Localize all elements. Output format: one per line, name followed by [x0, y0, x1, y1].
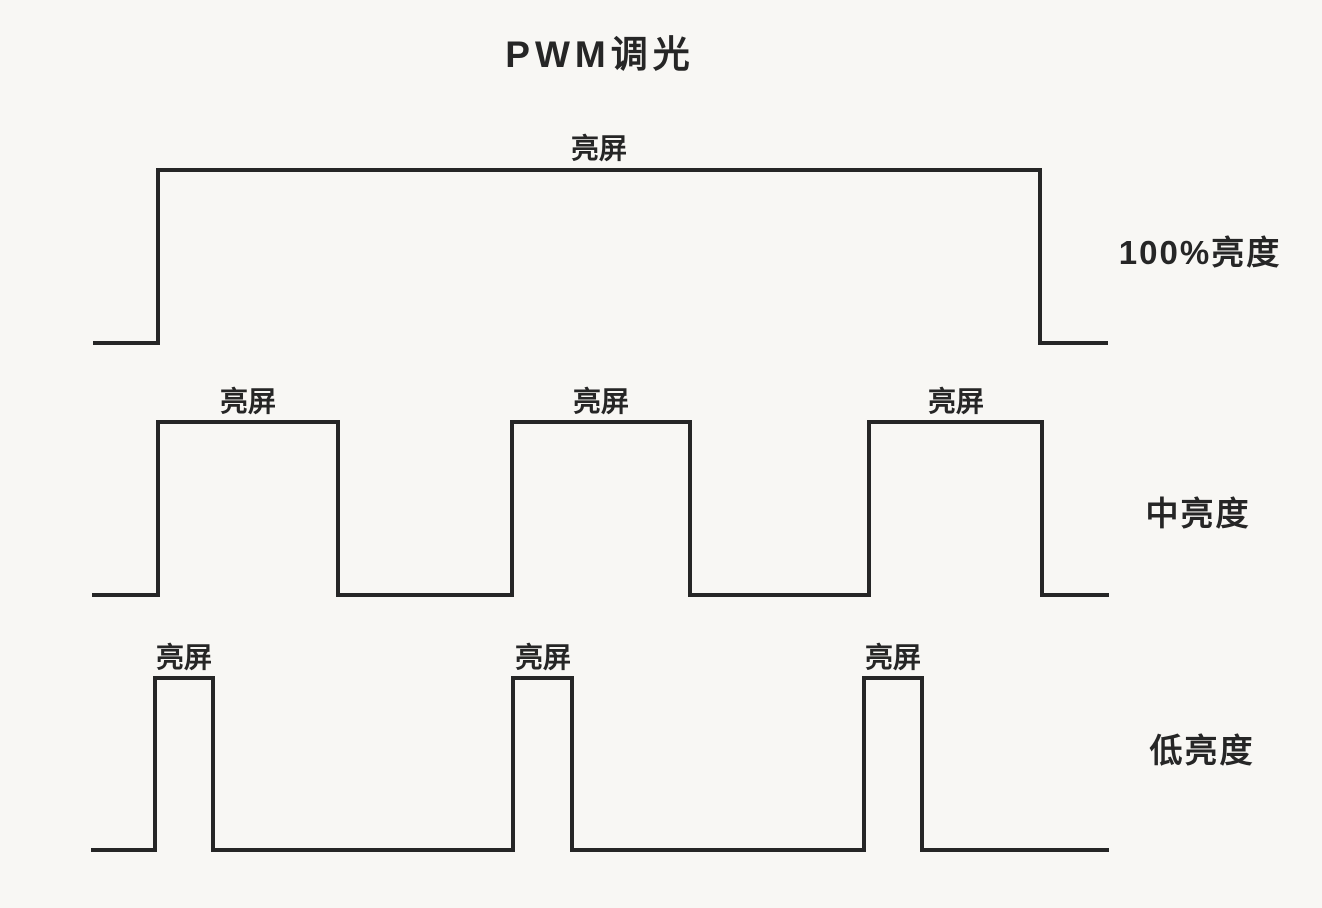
medium-brightness-trace — [92, 420, 1109, 597]
low-brightness-pulse-3-label: 亮屏 — [865, 641, 921, 673]
full-brightness-pulse-1-label: 亮屏 — [571, 132, 627, 164]
medium-brightness-pulse-2-label: 亮屏 — [573, 385, 629, 417]
medium-brightness-pulse-1-label: 亮屏 — [220, 385, 276, 417]
low-brightness-pulse-2-label: 亮屏 — [515, 641, 571, 673]
medium-brightness-brightness-label: 中亮度 — [1146, 495, 1251, 532]
full-brightness-brightness-label: 100%亮度 — [1119, 234, 1281, 271]
low-brightness-brightness-label: 低亮度 — [1150, 732, 1255, 769]
medium-brightness-pulse-3-label: 亮屏 — [928, 385, 984, 417]
diagram-title: PWM调光 — [505, 34, 695, 75]
full-brightness-trace — [93, 168, 1108, 345]
low-brightness-pulse-1-label: 亮屏 — [156, 641, 212, 673]
low-brightness-trace — [91, 676, 1109, 852]
